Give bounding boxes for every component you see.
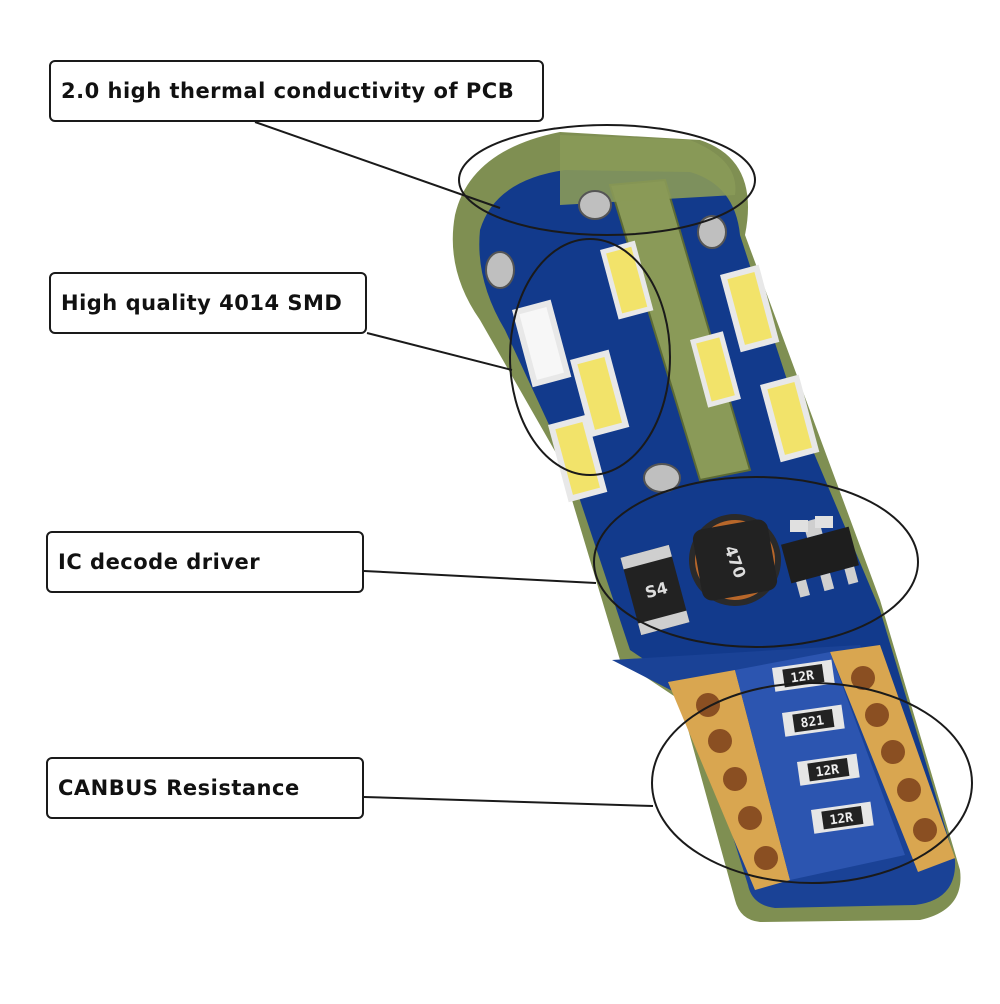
leader-line xyxy=(254,121,501,209)
callout-label-ic-driver: IC decode driver xyxy=(46,531,364,593)
callout-ellipse xyxy=(458,124,756,236)
leader-lines xyxy=(254,121,654,807)
solder-joints xyxy=(485,190,727,493)
callout-label-smd: High quality 4014 SMD xyxy=(49,272,367,334)
leader-line xyxy=(366,332,513,371)
resistor-marking: 12R xyxy=(829,810,855,828)
callout-ellipse xyxy=(593,476,919,648)
resistor-marking: 12R xyxy=(790,668,816,686)
callout-ellipse xyxy=(509,238,671,476)
ic-driver-components: 470 S4 xyxy=(620,514,859,636)
leader-line xyxy=(363,796,654,807)
callout-label-canbus: CANBUS Resistance xyxy=(46,757,364,819)
callout-ellipses xyxy=(458,124,973,884)
callout-ellipse xyxy=(651,682,973,884)
callout-label-pcb: 2.0 high thermal conductivity of PCB xyxy=(49,60,544,122)
resistor-marking: 821 xyxy=(800,713,826,731)
leader-line xyxy=(363,570,597,584)
resistor-marking: 12R xyxy=(815,762,841,780)
